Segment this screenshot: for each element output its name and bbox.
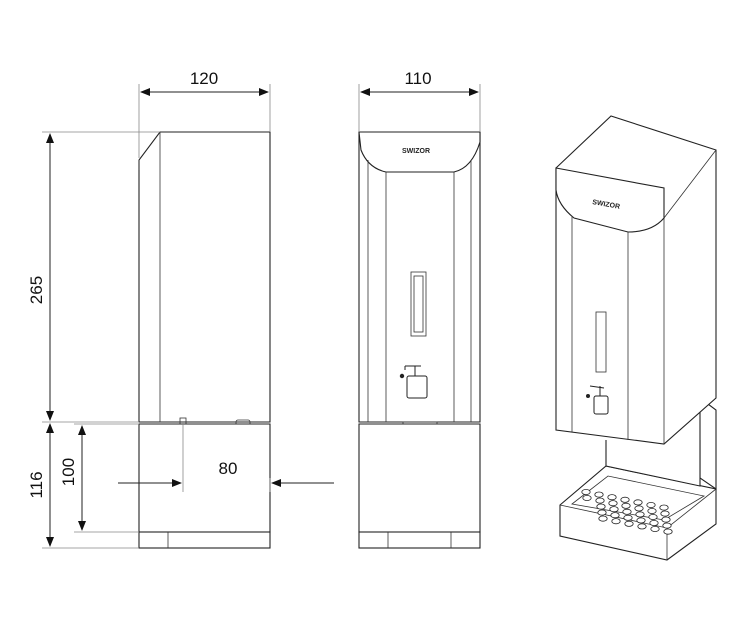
front-logo: SWIZOR — [402, 148, 430, 155]
dim-outlet-offset-label: 80 — [219, 459, 238, 478]
tray-hole — [597, 509, 607, 516]
iso-logo: SWIZOR — [592, 199, 621, 211]
dim-side-width-label: 120 — [190, 69, 218, 88]
front-view: SWIZOR — [358, 131, 481, 549]
tray-hole — [594, 491, 604, 498]
tray-hole — [650, 526, 660, 533]
dim-stand-height-label: 116 — [27, 471, 46, 498]
tray-hole — [596, 503, 606, 510]
tray-hole — [648, 514, 658, 521]
tray-hole — [659, 504, 669, 511]
tray-hole — [635, 511, 645, 518]
dim-stand-height: 116 — [27, 423, 139, 549]
tray-hole — [621, 502, 631, 509]
tray-hole — [607, 494, 617, 501]
tray-hole — [595, 497, 605, 504]
side-base — [138, 531, 271, 549]
tray-hole — [611, 518, 621, 525]
tray-hole — [634, 505, 644, 512]
dim-side-width: 120 — [138, 69, 271, 158]
tray-hole — [660, 510, 670, 517]
tray-hole — [649, 520, 659, 527]
tray-hole — [598, 515, 608, 522]
tray-hole — [646, 501, 656, 508]
tray-hole — [610, 512, 620, 519]
front-body — [358, 131, 481, 423]
front-stand — [358, 423, 481, 533]
dim-front-width-label: 110 — [404, 69, 431, 88]
tray-hole — [663, 528, 673, 535]
side-body — [138, 131, 271, 423]
dim-stand-inner-height-label: 100 — [59, 458, 78, 486]
iso-body — [555, 115, 717, 445]
dim-front-width: 110 — [358, 69, 481, 132]
dim-stand-inner-height: 100 — [59, 423, 139, 533]
iso-stand — [699, 396, 717, 491]
iso-soap-dispenser-icon — [586, 385, 609, 415]
tray-hole — [623, 514, 633, 521]
tray-hole — [620, 496, 630, 503]
tray-hole — [636, 517, 646, 524]
dim-outlet-offset: 80 — [118, 422, 334, 492]
tray-hole — [624, 520, 634, 527]
iso-tray-holes — [581, 488, 673, 535]
tray-hole — [637, 523, 647, 530]
dim-body-height: 265 — [27, 131, 160, 423]
tray-hole — [647, 507, 657, 514]
tray-hole — [581, 488, 591, 495]
side-view — [138, 131, 271, 549]
dim-body-height-label: 265 — [27, 276, 46, 304]
tray-hole — [662, 522, 672, 529]
tray-hole — [633, 499, 643, 506]
soap-dispenser-icon — [399, 365, 428, 399]
tray-hole — [661, 516, 671, 523]
side-stand — [138, 423, 271, 533]
tray-hole — [622, 508, 632, 515]
tray-hole — [609, 506, 619, 513]
isometric-view: SWIZOR — [555, 115, 717, 561]
tray-hole — [608, 500, 618, 507]
front-base — [358, 531, 481, 549]
tray-hole — [582, 494, 592, 501]
